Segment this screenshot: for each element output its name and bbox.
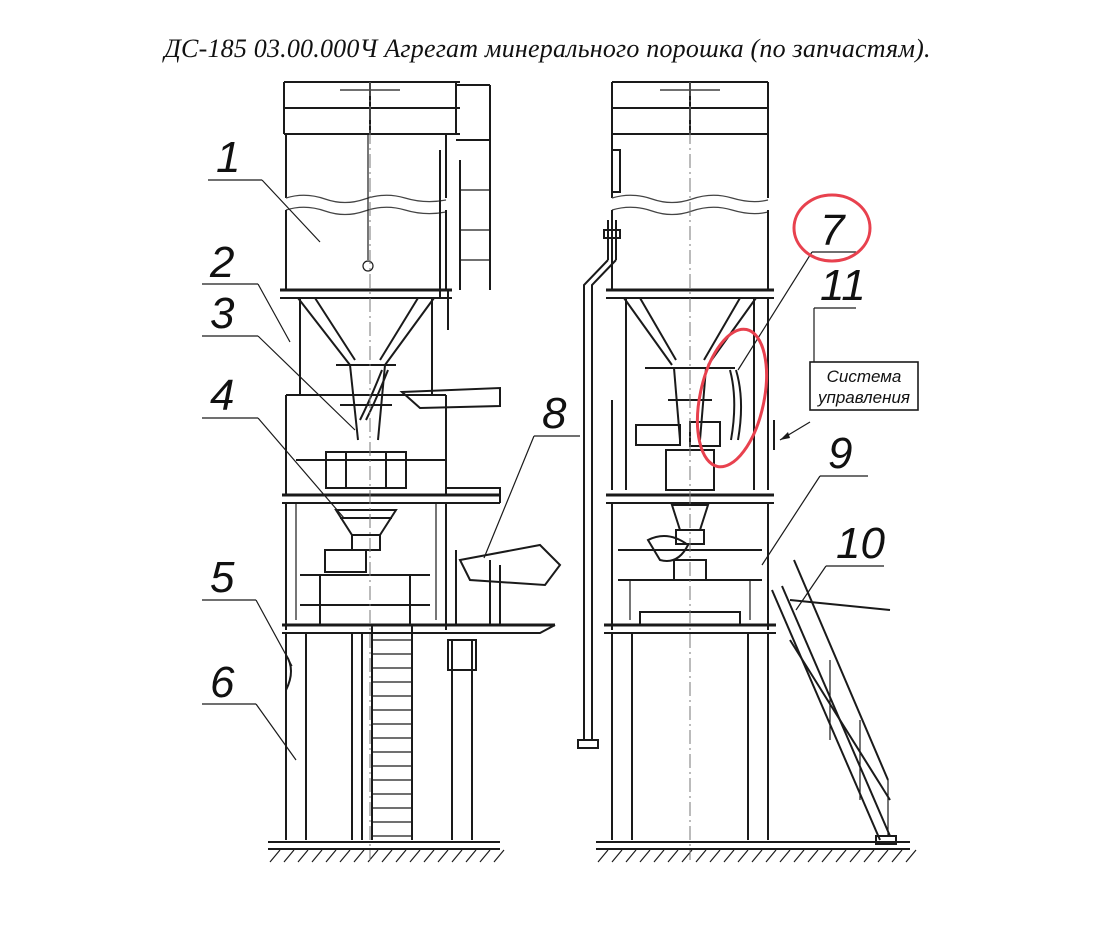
ground-hatch-mark [409,849,421,863]
ground-hatch-mark [709,849,721,863]
ground-hatch-mark [667,849,679,863]
left-hopper-cone [297,297,435,441]
ground-hatch-mark [863,849,875,863]
ground-hatch-mark [835,849,847,863]
callout-9-number: 9 [828,429,852,478]
control-box-line2: управления [817,388,910,407]
callout-10: 10 [795,519,885,611]
ground-hatch-mark [807,849,819,863]
left-feeder [324,509,398,573]
ground-hatch-mark [905,849,917,863]
ground-hatch-mark [451,849,463,863]
arrow-head [780,432,790,440]
callout-5-number: 5 [210,553,235,602]
ground-hatch-mark [395,849,407,863]
ground-hatch-mark [695,849,707,863]
callout-9: 9 [761,429,868,566]
callout-4-number: 4 [210,371,234,420]
ground-hatch-mark [751,849,763,863]
ground-hatch-mark [737,849,749,863]
ground-hatch-mark [821,849,833,863]
right-ground [596,841,917,863]
ground-hatch-mark [765,849,777,863]
ground-hatch-mark [793,849,805,863]
right-view [577,81,917,863]
right-vertical-pipe [577,149,621,749]
callout-7: 7 [737,193,872,371]
left-side-ladder [447,160,491,330]
ground-hatch-mark [493,849,505,863]
ground-hatch-mark [339,849,351,863]
left-support-legs [285,633,477,840]
ground-hatch-mark [779,849,791,863]
ground-hatch-mark [849,849,861,863]
ground-hatch-mark [597,849,609,863]
right-support-legs [611,633,769,840]
right-stair [771,559,897,845]
drawing-title: ДС-185 03.00.000Ч Агрегат минерального п… [164,34,931,63]
left-view [268,81,562,863]
component-7-highlight-ellipse [695,327,769,469]
callout-8-number: 8 [542,389,567,438]
callout-3-number: 3 [210,289,235,338]
ground-hatch-mark [891,849,903,863]
callout-5: 5 [202,553,293,667]
callout-4: 4 [202,371,345,519]
left-top-railing [283,81,491,200]
callout-8: 8 [483,389,580,559]
callout-6: 6 [202,658,297,761]
left-mid-body [282,386,501,630]
callout-11-number: 11 [820,261,866,310]
callout-11: 11 [813,261,866,362]
callout-1-number: 1 [216,133,240,182]
left-vertical-ladder [371,625,413,840]
left-silo [280,134,452,299]
ground-hatch-mark [611,849,623,863]
callout-2-number: 2 [209,238,234,287]
ground-hatch-mark [723,849,735,863]
ground-hatch-mark [877,849,889,863]
ground-hatch-mark [381,849,393,863]
ground-hatch-mark [465,849,477,863]
left-lower-cage [300,543,562,625]
ground-hatch-mark [297,849,309,863]
callout-1: 1 [208,133,321,243]
control-box-line1: Система [827,367,902,386]
left-ground [268,841,505,863]
ground-hatch-mark [269,849,281,863]
ground-hatch-mark [325,849,337,863]
callout-7-number: 7 [820,206,846,255]
ground-hatch-mark [311,849,323,863]
ground-hatch-mark [437,849,449,863]
ground-hatch-mark [639,849,651,863]
left-lower-platform [282,623,556,634]
ground-hatch-mark [353,849,365,863]
callout-10-number: 10 [836,519,885,568]
callout-7-highlight-circle [792,193,872,263]
ground-hatch-mark [283,849,295,863]
right-hopper-cone [611,297,775,490]
callout-3: 3 [202,289,356,431]
control-system-box: Система управления [779,361,919,441]
ground-hatch-mark [653,849,665,863]
ground-hatch-mark [423,849,435,863]
ground-hatch-mark [479,849,491,863]
ground-hatch-mark [625,849,637,863]
callout-2: 2 [202,238,291,343]
callout-6-number: 6 [210,658,235,707]
